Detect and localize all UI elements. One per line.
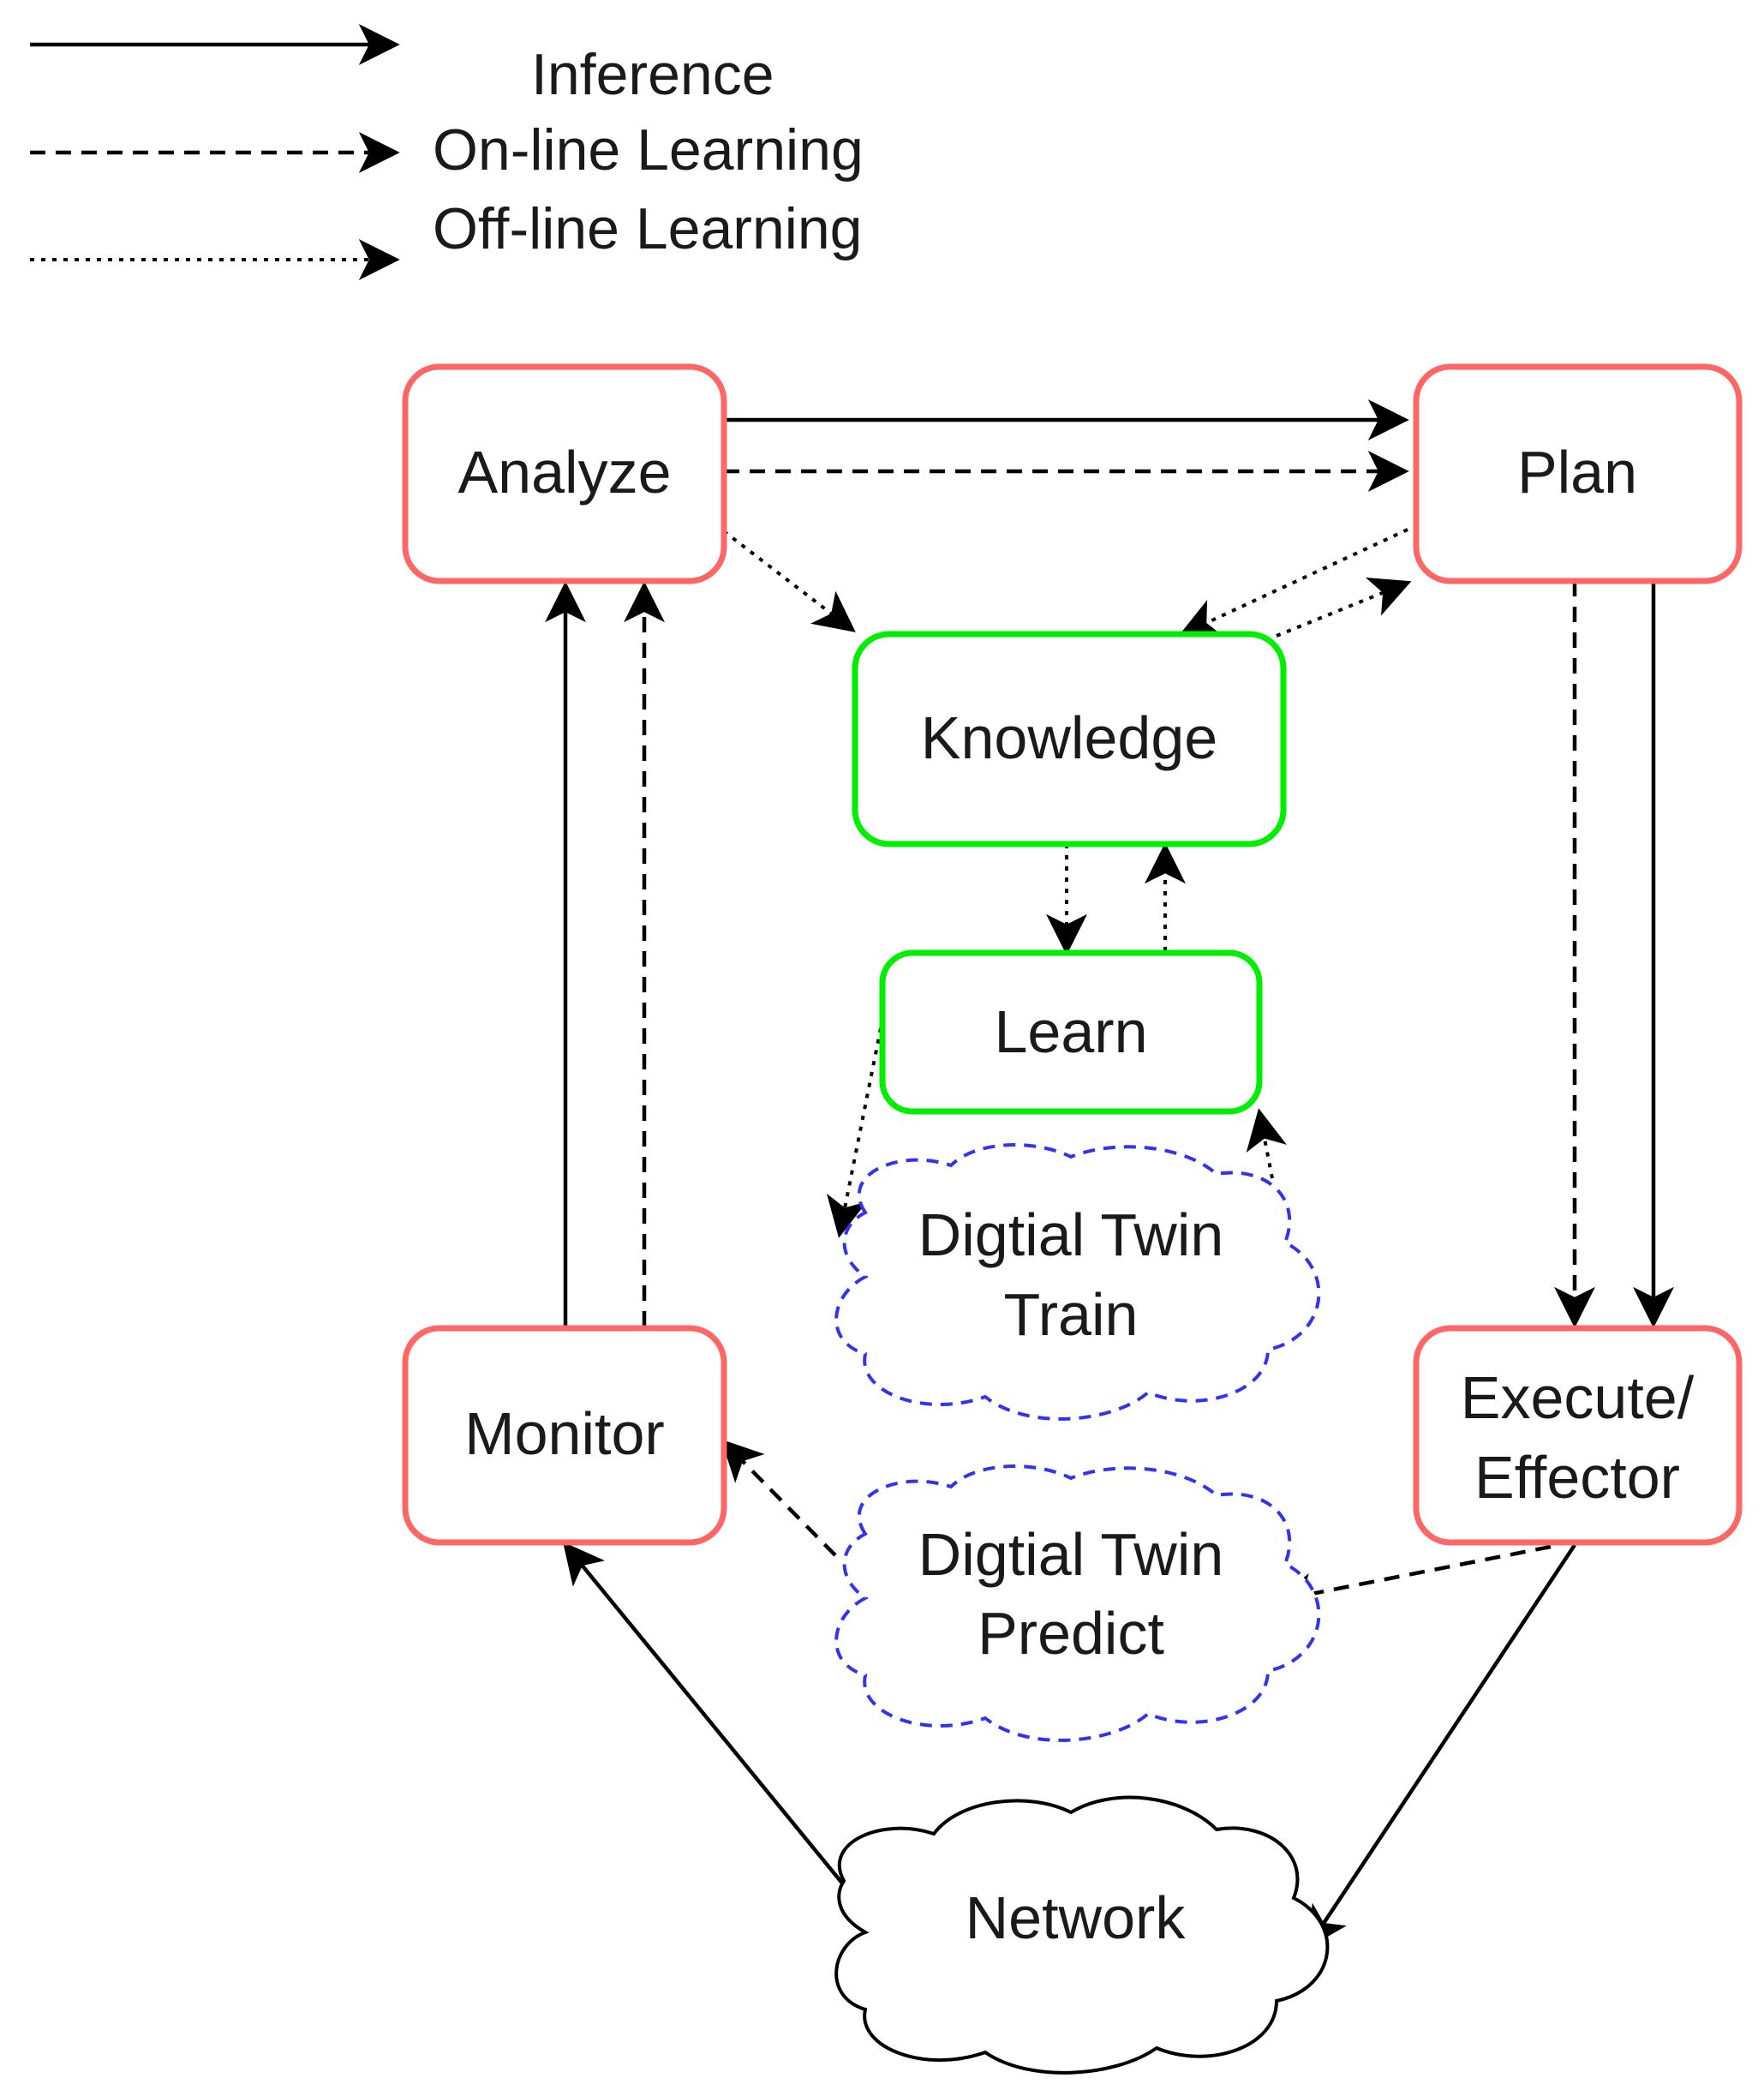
node-digital-twin-train-line2: Train [1004,1281,1139,1348]
node-digital-twin-train: Digtial Twin Train [834,1143,1321,1421]
edge-plan-knowledge-offline [1178,528,1408,638]
node-execute-line1: Execute/ [1461,1364,1695,1431]
node-digital-twin-predict: Digtial Twin Predict [834,1464,1321,1742]
cloud-shape-train [834,1143,1321,1421]
node-network-label: Network [966,1884,1187,1951]
legend-online-label: On-line Learning [433,117,864,183]
node-analyze: Analyze [402,363,727,584]
node-monitor: Monitor [402,1325,727,1546]
edge-network-monitor-inference [562,1542,846,1887]
node-plan: Plan [1413,363,1743,584]
node-network: Network [834,1795,1330,2075]
edge-analyze-knowledge-offline [722,530,856,632]
edge-dtpredict-monitor-online [721,1439,837,1557]
node-monitor-label: Monitor [464,1400,664,1467]
node-knowledge: Knowledge [852,631,1287,847]
cloud-shape-predict [834,1464,1321,1742]
node-execute-line2: Effector [1474,1444,1680,1511]
edge-execute-network-inference [1307,1543,1576,1949]
edges [545,399,1674,1949]
node-plan-label: Plan [1517,439,1637,506]
legend: Inference On-line Learning Off-line Lear… [30,24,864,280]
node-digital-twin-predict-line1: Digtial Twin [918,1521,1224,1588]
legend-offline-label: Off-line Learning [433,196,863,261]
node-execute-effector: Execute/ Effector [1413,1325,1743,1546]
edge-knowledge-plan-offline [1276,577,1412,638]
edge-learn-dttrain-offline [826,1027,882,1238]
node-learn: Learn [879,949,1263,1115]
edge-dttrain-learn-offline [1246,1108,1287,1179]
node-learn-label: Learn [994,998,1147,1065]
node-digital-twin-train-line1: Digtial Twin [918,1201,1224,1268]
node-analyze-label: Analyze [457,439,671,506]
cloud-shape-network [834,1795,1330,2075]
edge-execute-dtpredict-online [1272,1544,1552,1614]
node-digital-twin-predict-line2: Predict [978,1600,1164,1667]
legend-inference-label: Inference [531,42,774,107]
node-knowledge-label: Knowledge [921,704,1217,771]
